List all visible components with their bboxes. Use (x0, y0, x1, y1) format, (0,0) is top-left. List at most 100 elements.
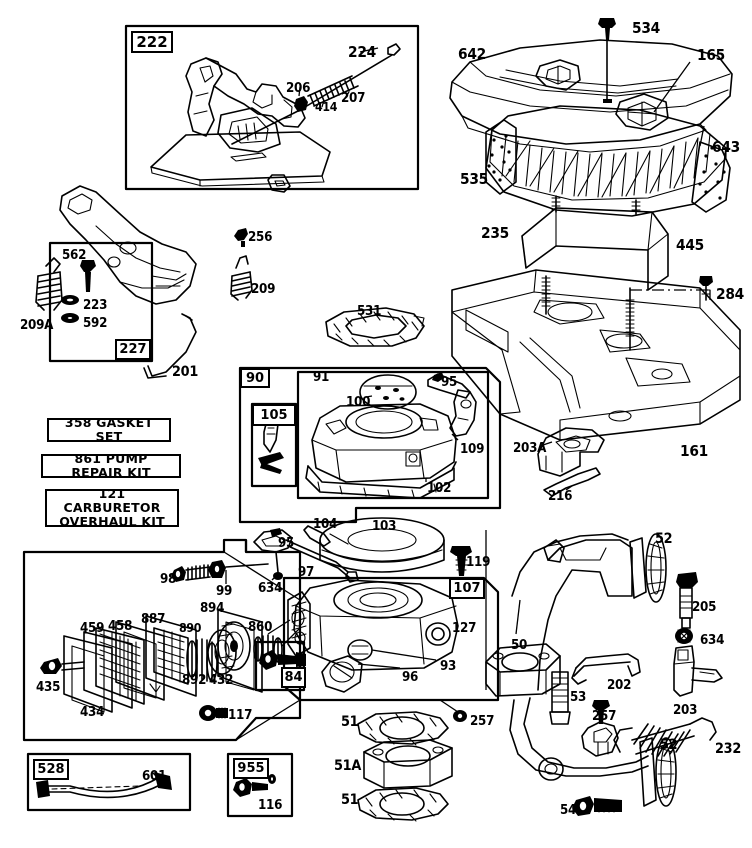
callout-117: 117 (228, 708, 253, 723)
callout-256: 256 (248, 230, 273, 245)
callout-51: 51 (341, 714, 359, 730)
callout-203A: 203A (513, 441, 547, 456)
callout-434: 434 (80, 705, 105, 720)
callout-435: 435 (36, 680, 61, 695)
callout-206: 206 (286, 81, 311, 96)
callout-103: 103 (372, 519, 397, 534)
callout-232: 232 (715, 741, 742, 757)
callout-224: 224 (348, 43, 376, 61)
callout-104: 104 (313, 517, 338, 532)
art-inset-105-contents (258, 417, 284, 474)
callout-54: 54 (560, 803, 577, 818)
callout-887: 887 (141, 612, 166, 627)
art-bolt-205 (676, 572, 698, 629)
callout-203: 203 (673, 703, 698, 718)
boxed-tag-label: 227 (119, 342, 147, 357)
callout-534: 534 (632, 19, 660, 37)
art-clip-256 (234, 228, 248, 247)
boxed-tag-label: 105 (260, 407, 288, 423)
callout-860: 860 (248, 620, 273, 635)
art-bolt-53 (549, 671, 571, 725)
boxed-tag-label: 222 (136, 32, 168, 51)
art-screw-534 (598, 18, 616, 103)
callout-95: 95 (278, 536, 295, 551)
callout-116: 116 (258, 798, 283, 813)
art-intake-gaskets-51 (357, 699, 467, 822)
callout-257: 257 (592, 709, 617, 724)
callout-205: 205 (692, 600, 717, 615)
art-governor-control-222 (150, 43, 401, 193)
art-inset-84-contents (259, 650, 306, 670)
callout-119: 119 (466, 555, 491, 570)
boxed-tag-528: 528 (33, 759, 69, 780)
art-intake-manifold (485, 530, 723, 816)
callout-53: 53 (570, 690, 587, 705)
callout-642: 642 (458, 45, 486, 63)
callout-216: 216 (548, 489, 573, 504)
boxed-tag-222: 222 (131, 31, 173, 53)
callout-601: 601 (142, 769, 167, 784)
callout-890: 890 (179, 621, 202, 635)
art-spring-209 (230, 255, 253, 301)
callout-98: 98 (160, 572, 177, 587)
callout-562: 562 (62, 248, 87, 263)
callout-445: 445 (676, 236, 704, 254)
callout-207: 207 (341, 91, 366, 106)
callout-127: 127 (452, 621, 477, 636)
art-screw-257-manifold (592, 700, 610, 724)
art-gasket-stack (40, 609, 301, 721)
callout-93: 93 (440, 659, 457, 674)
callout-894: 894 (200, 601, 225, 616)
art-carburetor-body-lower (223, 551, 459, 741)
art-inset-955-contents (233, 774, 276, 797)
callout-91: 91 (313, 370, 330, 385)
kit-label-text: 861 PUMP REPAIR KIT (71, 451, 151, 480)
callout-458: 458 (108, 619, 133, 634)
callout-202: 202 (607, 678, 632, 693)
boxed-tag-label: 90 (245, 370, 265, 386)
boxed-tag-107: 107 (449, 578, 485, 599)
art-screw-117 (199, 705, 228, 721)
callout-209A: 209A (20, 318, 54, 333)
boxed-tag-227: 227 (115, 339, 151, 360)
kit-label-text-line1: 121 CARBURETOR (63, 486, 161, 515)
callout-51: 51 (341, 792, 359, 808)
boxed-tag-label: 107 (453, 581, 481, 596)
kit-label-text: 358 GASKET SET (64, 415, 154, 444)
callout-102: 102 (427, 481, 452, 496)
callout-95: 95 (441, 375, 458, 390)
callout-201: 201 (172, 364, 199, 380)
callout-235: 235 (481, 224, 509, 242)
callout-531: 531 (357, 304, 382, 319)
callout-165: 165 (697, 46, 725, 64)
callout-414: 414 (315, 100, 338, 114)
callout-99: 99 (216, 584, 233, 599)
kit-label-text-line2: OVERHAUL KIT (59, 514, 165, 529)
art-screw-284 (699, 276, 713, 301)
art-screw-119 (450, 546, 472, 576)
art-air-cleaner-assembly (449, 18, 741, 497)
boxed-tag-90: 90 (240, 368, 270, 388)
callout-52: 52 (660, 737, 678, 753)
callout-432: 432 (209, 673, 234, 688)
boxed-tag-84: 84 (281, 667, 306, 688)
callout-97: 97 (298, 565, 315, 580)
callout-50: 50 (511, 638, 528, 653)
callout-209: 209 (251, 282, 276, 297)
art-gasket-531 (325, 307, 425, 347)
boxed-tag-955: 955 (233, 758, 269, 779)
art-inset-227-contents (61, 260, 96, 323)
art-hose-601 (36, 771, 172, 799)
callout-161: 161 (680, 442, 708, 460)
callout-223: 223 (83, 298, 108, 313)
art-fitting-203 (673, 645, 723, 697)
kit-label-gasket-set: 358 GASKET SET (47, 415, 171, 444)
boxed-tag-label: 528 (37, 762, 65, 777)
art-spring-232 (613, 717, 717, 757)
kit-label-carburetor-overhaul-kit: 121 CARBURETOR OVERHAUL KIT (45, 486, 179, 529)
callout-634: 634 (258, 581, 283, 596)
callout-459: 459 (80, 621, 105, 636)
callout-96: 96 (402, 670, 419, 685)
